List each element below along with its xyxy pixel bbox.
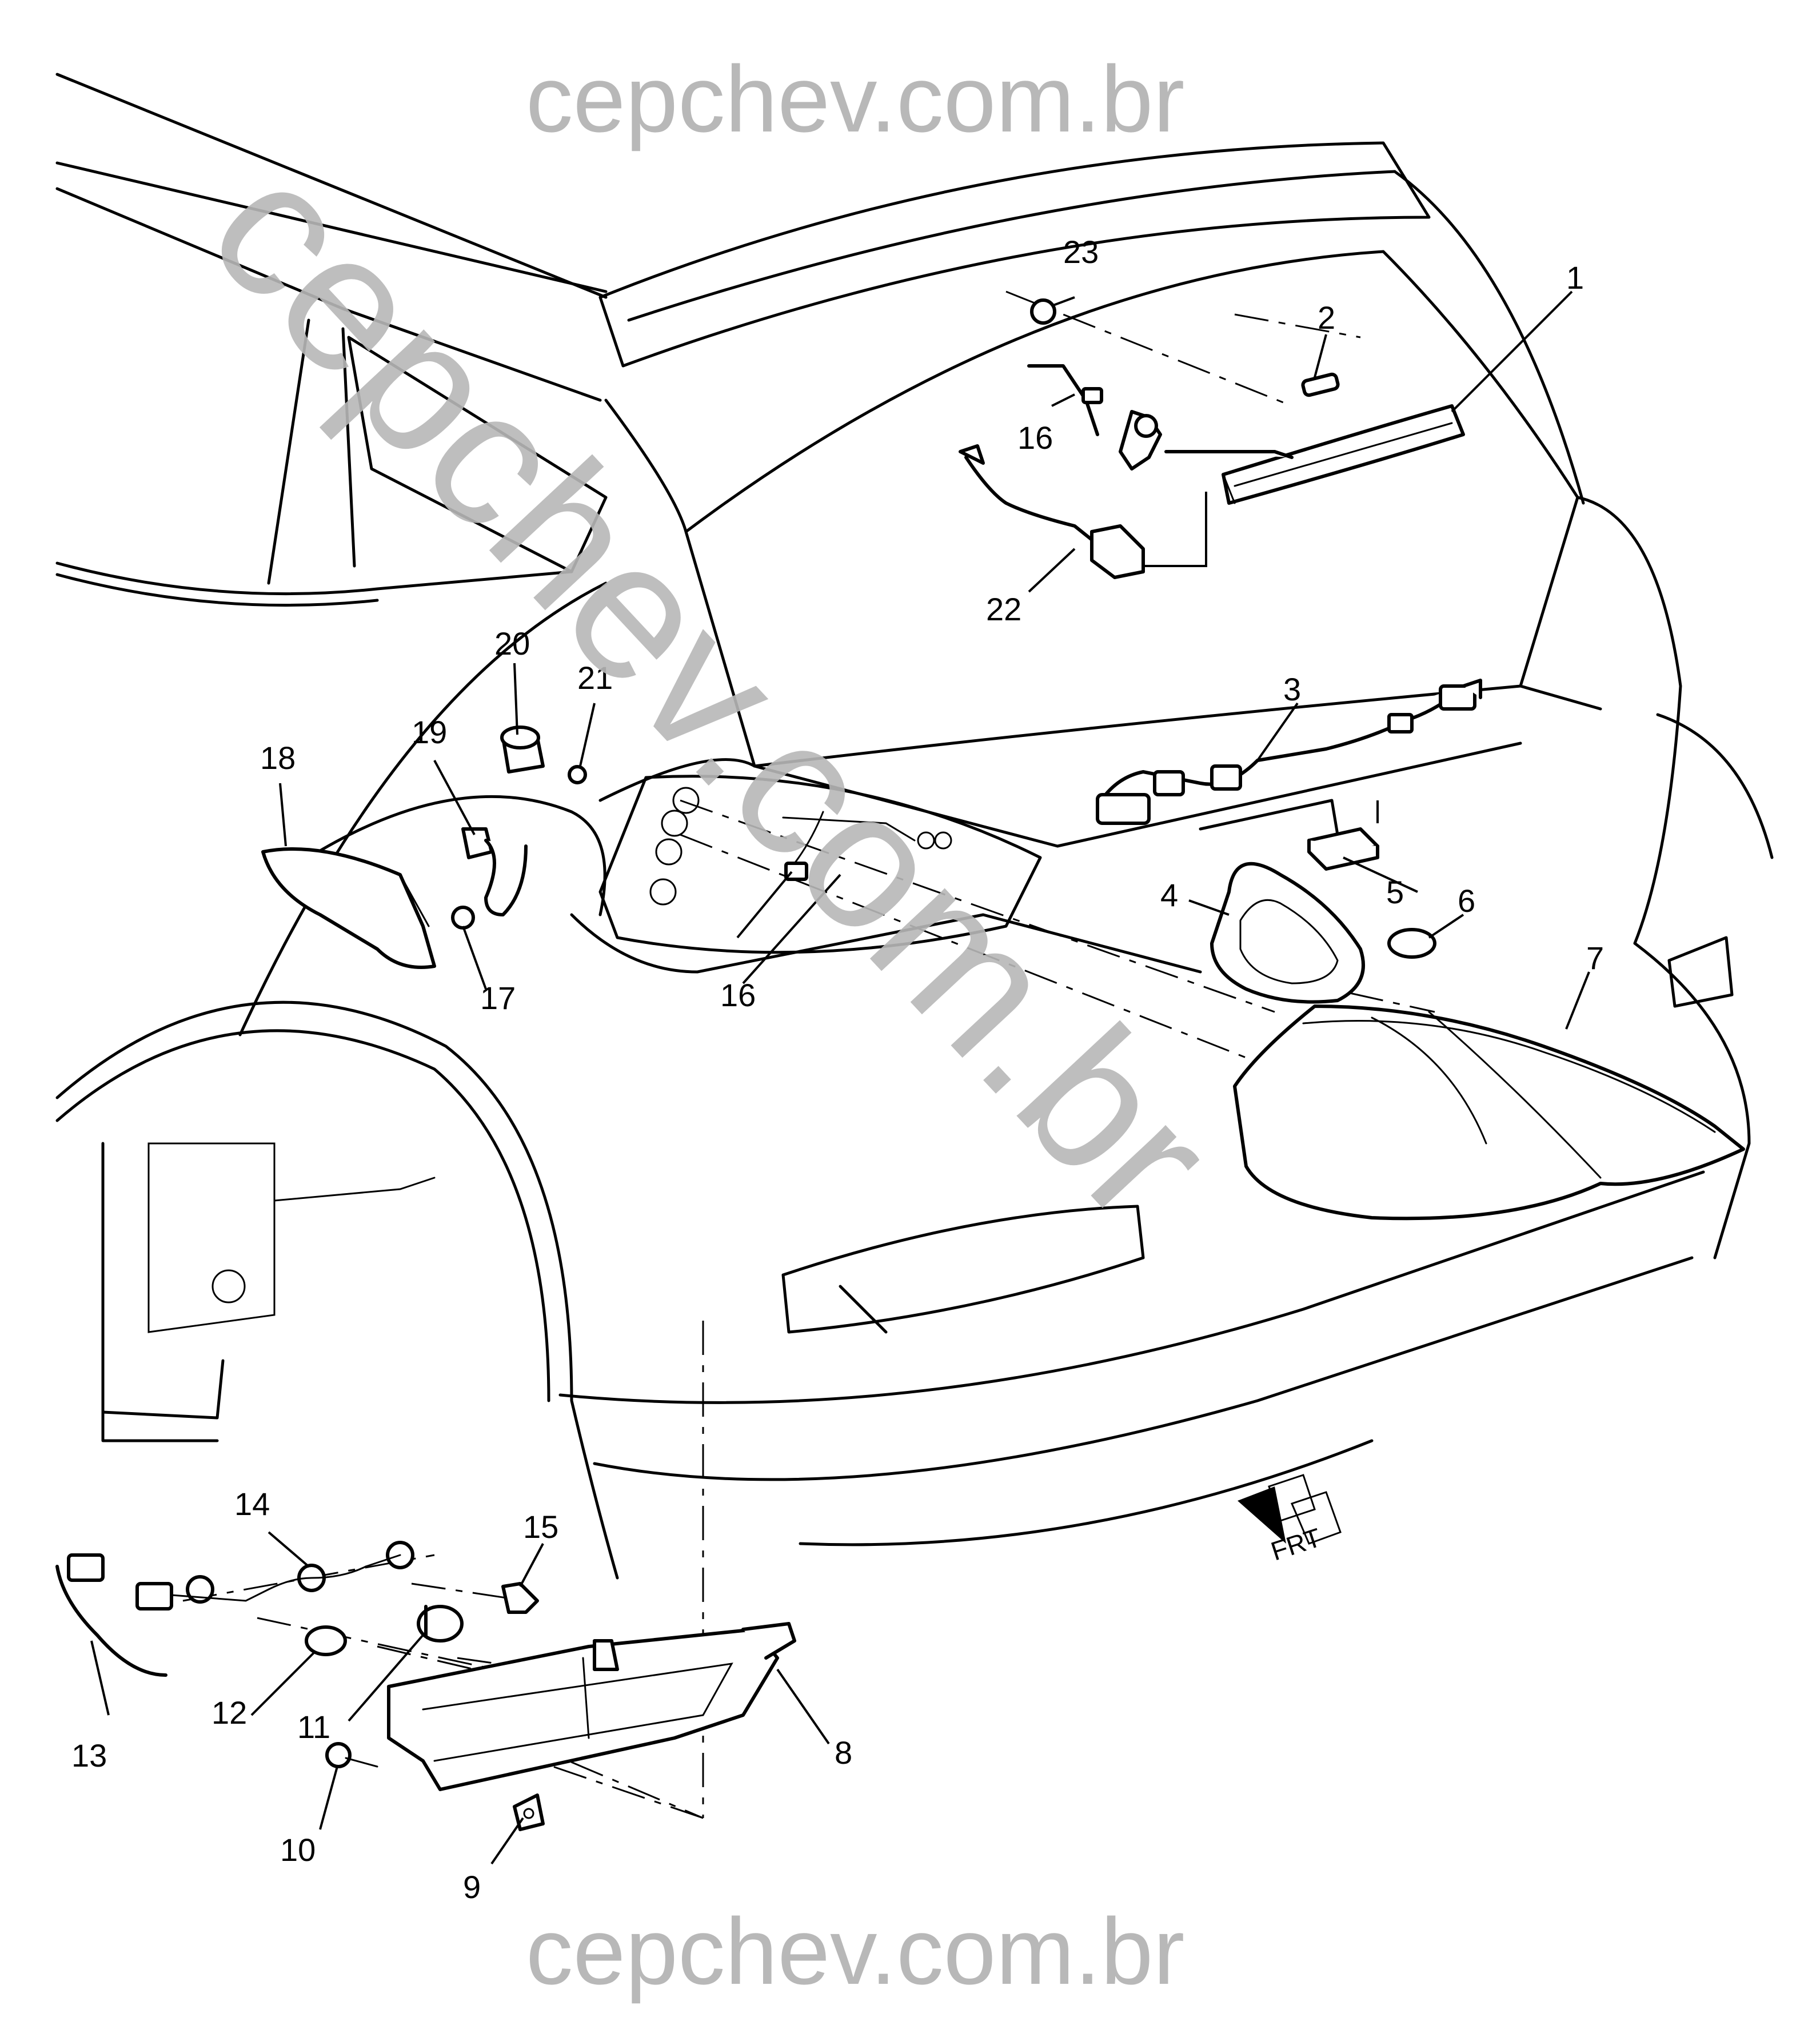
part-11-bulb — [417, 1605, 464, 1643]
callout-8: 8 — [835, 1735, 852, 1771]
callout-16-upper: 16 — [1017, 420, 1053, 456]
callout-17: 17 — [480, 980, 516, 1016]
callout-20: 20 — [494, 625, 530, 661]
callout-23: 23 — [1063, 234, 1099, 270]
part-16-lower-connector — [784, 811, 824, 881]
callout-15: 15 — [523, 1509, 558, 1545]
part-17-bulb — [451, 906, 475, 930]
callout-10: 10 — [280, 1832, 316, 1868]
callout-19: 19 — [412, 714, 447, 750]
part-21-fastener — [568, 765, 587, 784]
callout-14: 14 — [234, 1486, 270, 1522]
callout-4: 4 — [1160, 877, 1178, 913]
part-22-washer-hose — [959, 444, 1207, 579]
part-3-liftgate-harness — [1096, 679, 1482, 825]
part-18-side-lamp — [261, 847, 436, 969]
part-20-bushing — [500, 725, 545, 774]
alignment-guides — [182, 290, 1435, 1819]
part-10-bolt — [325, 1742, 378, 1768]
callout-21: 21 — [577, 660, 613, 696]
callout-13: 13 — [71, 1737, 107, 1773]
callout-12: 12 — [211, 1695, 247, 1731]
part-19-connector — [461, 827, 528, 916]
callout-3: 3 — [1283, 671, 1301, 707]
part-23-nut — [1030, 298, 1056, 325]
part-14-socket — [268, 1564, 367, 1592]
part-2-bulb — [1301, 372, 1340, 397]
part-15-wedge-bulb — [501, 1582, 539, 1614]
callout-22: 22 — [986, 591, 1021, 627]
part-5-license-lamp — [1307, 800, 1379, 871]
callout-1: 1 — [1566, 260, 1584, 296]
callout-6: 6 — [1458, 883, 1475, 919]
callout-7: 7 — [1586, 940, 1604, 976]
callout-numbers: 1 2 3 4 5 6 7 8 9 10 11 12 13 14 15 16 1… — [71, 234, 1604, 1905]
part-8-rear-reflector — [387, 1622, 796, 1791]
callout-9: 9 — [463, 1869, 481, 1905]
part-1-high-mount-stop-lamp — [1222, 404, 1465, 505]
part-16-upper-harness — [1027, 364, 1294, 471]
callout-16-lower: 16 — [720, 977, 756, 1013]
part-13-harness — [55, 1541, 414, 1677]
part-6-grommet — [1387, 928, 1436, 959]
callout-11: 11 — [297, 1709, 330, 1745]
leader-lines — [90, 290, 1590, 1865]
front-direction-marker: FRT — [1238, 1474, 1342, 1566]
part-7-tail-lamp — [1233, 1004, 1745, 1221]
watermark-bottom: cepchev.com.br — [526, 1899, 1184, 2004]
watermark-top: cepchev.com.br — [526, 46, 1184, 152]
watermark-diagonal: cepchev.com.br — [169, 121, 1254, 1262]
part-12-bulb — [305, 1625, 347, 1656]
part-4-tail-lamp-gasket — [1210, 862, 1365, 1004]
callout-5: 5 — [1386, 874, 1404, 910]
callout-2: 2 — [1318, 300, 1335, 336]
vehicle-body — [55, 73, 1774, 1580]
callout-18: 18 — [260, 740, 296, 776]
